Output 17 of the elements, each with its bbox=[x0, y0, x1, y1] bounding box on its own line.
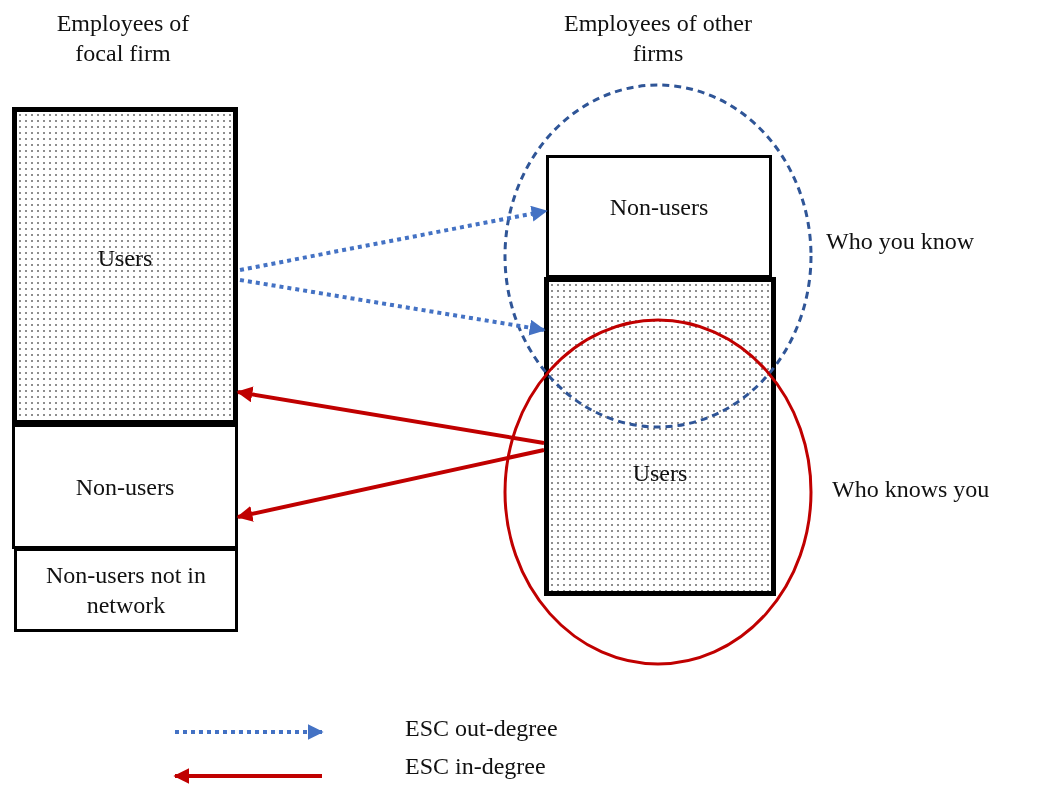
legend-label: ESC in-degree bbox=[405, 752, 546, 781]
ellipse-label: Who you know bbox=[826, 227, 975, 256]
column-heading: Employees of focal firm bbox=[55, 9, 191, 68]
group-box bbox=[14, 548, 238, 632]
arrow bbox=[239, 278, 546, 336]
arrow bbox=[236, 386, 545, 445]
arrow bbox=[236, 448, 545, 522]
arrow bbox=[239, 205, 548, 272]
column-heading: Employees of other firms bbox=[563, 9, 753, 68]
ellipse-label: Who knows you bbox=[832, 475, 991, 504]
box-label: Users bbox=[97, 244, 153, 273]
legend-label: ESC out-degree bbox=[405, 714, 558, 743]
group-box bbox=[12, 424, 238, 549]
group-box bbox=[546, 155, 772, 278]
box-label: Users bbox=[632, 458, 688, 488]
dotted-box bbox=[12, 107, 238, 425]
dotted-box bbox=[544, 277, 776, 596]
